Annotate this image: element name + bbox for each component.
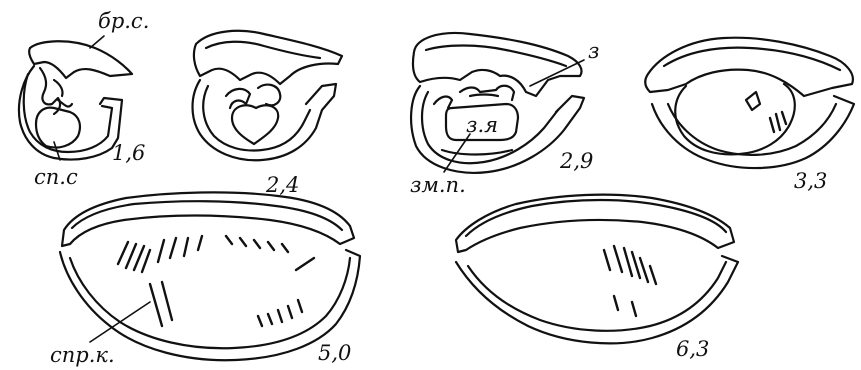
section-3-3-value: 3,3 [794,169,827,193]
section-5-0-drawing [60,192,360,360]
section-2-4-value: 2,4 [265,173,299,197]
section-1-6-value: 1,6 [112,141,145,165]
label-z: з [588,39,599,63]
section-2-9-drawing [411,33,584,173]
label-zm-p: зм.п. [410,173,466,197]
section-2-4-drawing [193,31,343,160]
section-2-9-value: 2,9 [559,149,593,173]
label-z-ya: з.я [466,113,498,137]
section-6-3-value: 6,3 [676,337,709,361]
label-spr-k: спр.к. [50,343,115,367]
label-sp-s: сп.с [34,165,78,189]
section-5-0-value: 5,0 [318,341,351,365]
section-6-3-drawing [456,195,738,344]
label-br-s: бр.с. [98,9,149,33]
section-3-3-drawing [645,38,854,168]
